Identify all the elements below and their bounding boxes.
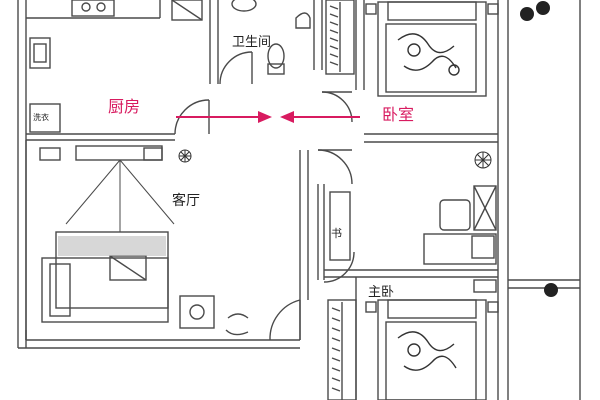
wardrobe-upper xyxy=(325,0,355,75)
shower-fixture xyxy=(295,12,311,29)
outer-walls xyxy=(17,0,581,400)
washing-machine xyxy=(29,103,61,133)
plant-top-a xyxy=(520,7,534,21)
hallway xyxy=(174,91,355,341)
living-room xyxy=(25,140,309,340)
bedroom-upper-room xyxy=(355,0,499,143)
balcony xyxy=(25,279,580,348)
study-room xyxy=(317,184,498,280)
fridge xyxy=(171,0,203,21)
living-room-label: 客厅 xyxy=(172,193,200,209)
decor-fills xyxy=(58,1,558,297)
toilet xyxy=(267,43,285,69)
wardrobe-lower xyxy=(327,299,357,400)
bathroom-label: 卫生间 xyxy=(232,35,272,50)
study-desk-label: 书 xyxy=(331,227,342,240)
side-table xyxy=(179,295,215,329)
kitchen-door-swing xyxy=(174,99,210,135)
appliance-label: 洗衣 xyxy=(33,113,49,122)
plant-lower xyxy=(225,313,249,336)
bathroom-basin xyxy=(231,0,257,12)
sofa xyxy=(41,257,169,323)
bookshelf xyxy=(329,191,351,261)
bed-lower xyxy=(377,299,487,400)
arrow-kitchen-head xyxy=(258,111,272,123)
kitchen-annotation: 厨房 xyxy=(108,97,141,116)
study-chair xyxy=(439,199,471,231)
study-desk xyxy=(473,185,497,231)
kitchen-room xyxy=(26,0,203,141)
stove xyxy=(71,0,115,17)
arrow-bedroom-head xyxy=(280,111,294,123)
bedroom-annotation: 卧室 xyxy=(382,105,415,124)
bathroom-door-swing xyxy=(219,51,253,85)
kitchen-sink xyxy=(29,37,51,69)
bedroom-lower-room xyxy=(355,277,499,400)
study-door-swing xyxy=(317,149,353,185)
bedroom-lower-label: 主卧 xyxy=(368,285,395,300)
plant-top-b xyxy=(536,1,550,15)
plant-balcony xyxy=(544,283,558,297)
balcony-door-swing xyxy=(269,299,301,341)
annotation-arrows xyxy=(176,111,360,123)
bathroom-room xyxy=(209,0,323,85)
